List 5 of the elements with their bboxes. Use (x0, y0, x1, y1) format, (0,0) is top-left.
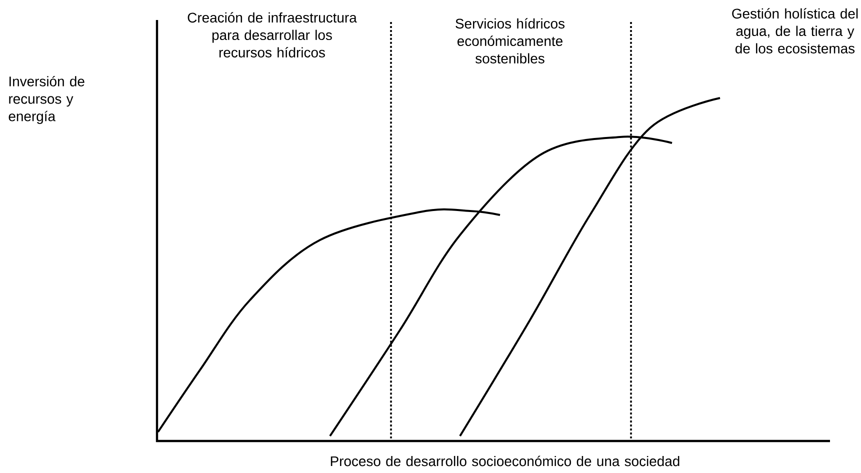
axis-label: Servicios hídricos económicamente sostenibles (456, 18, 565, 64)
axis-label: Creación de infraestructura para desarrollar los recursos hídricos (188, 12, 357, 58)
axis-label: Gestión holística del agua, de la tierra y de los ecosistemas (732, 8, 858, 54)
axis-label: Inversión de recursos y energía (8, 76, 84, 124)
axis-label: Proceso de desarrollo socioeconómico de una sociedad (330, 456, 680, 466)
